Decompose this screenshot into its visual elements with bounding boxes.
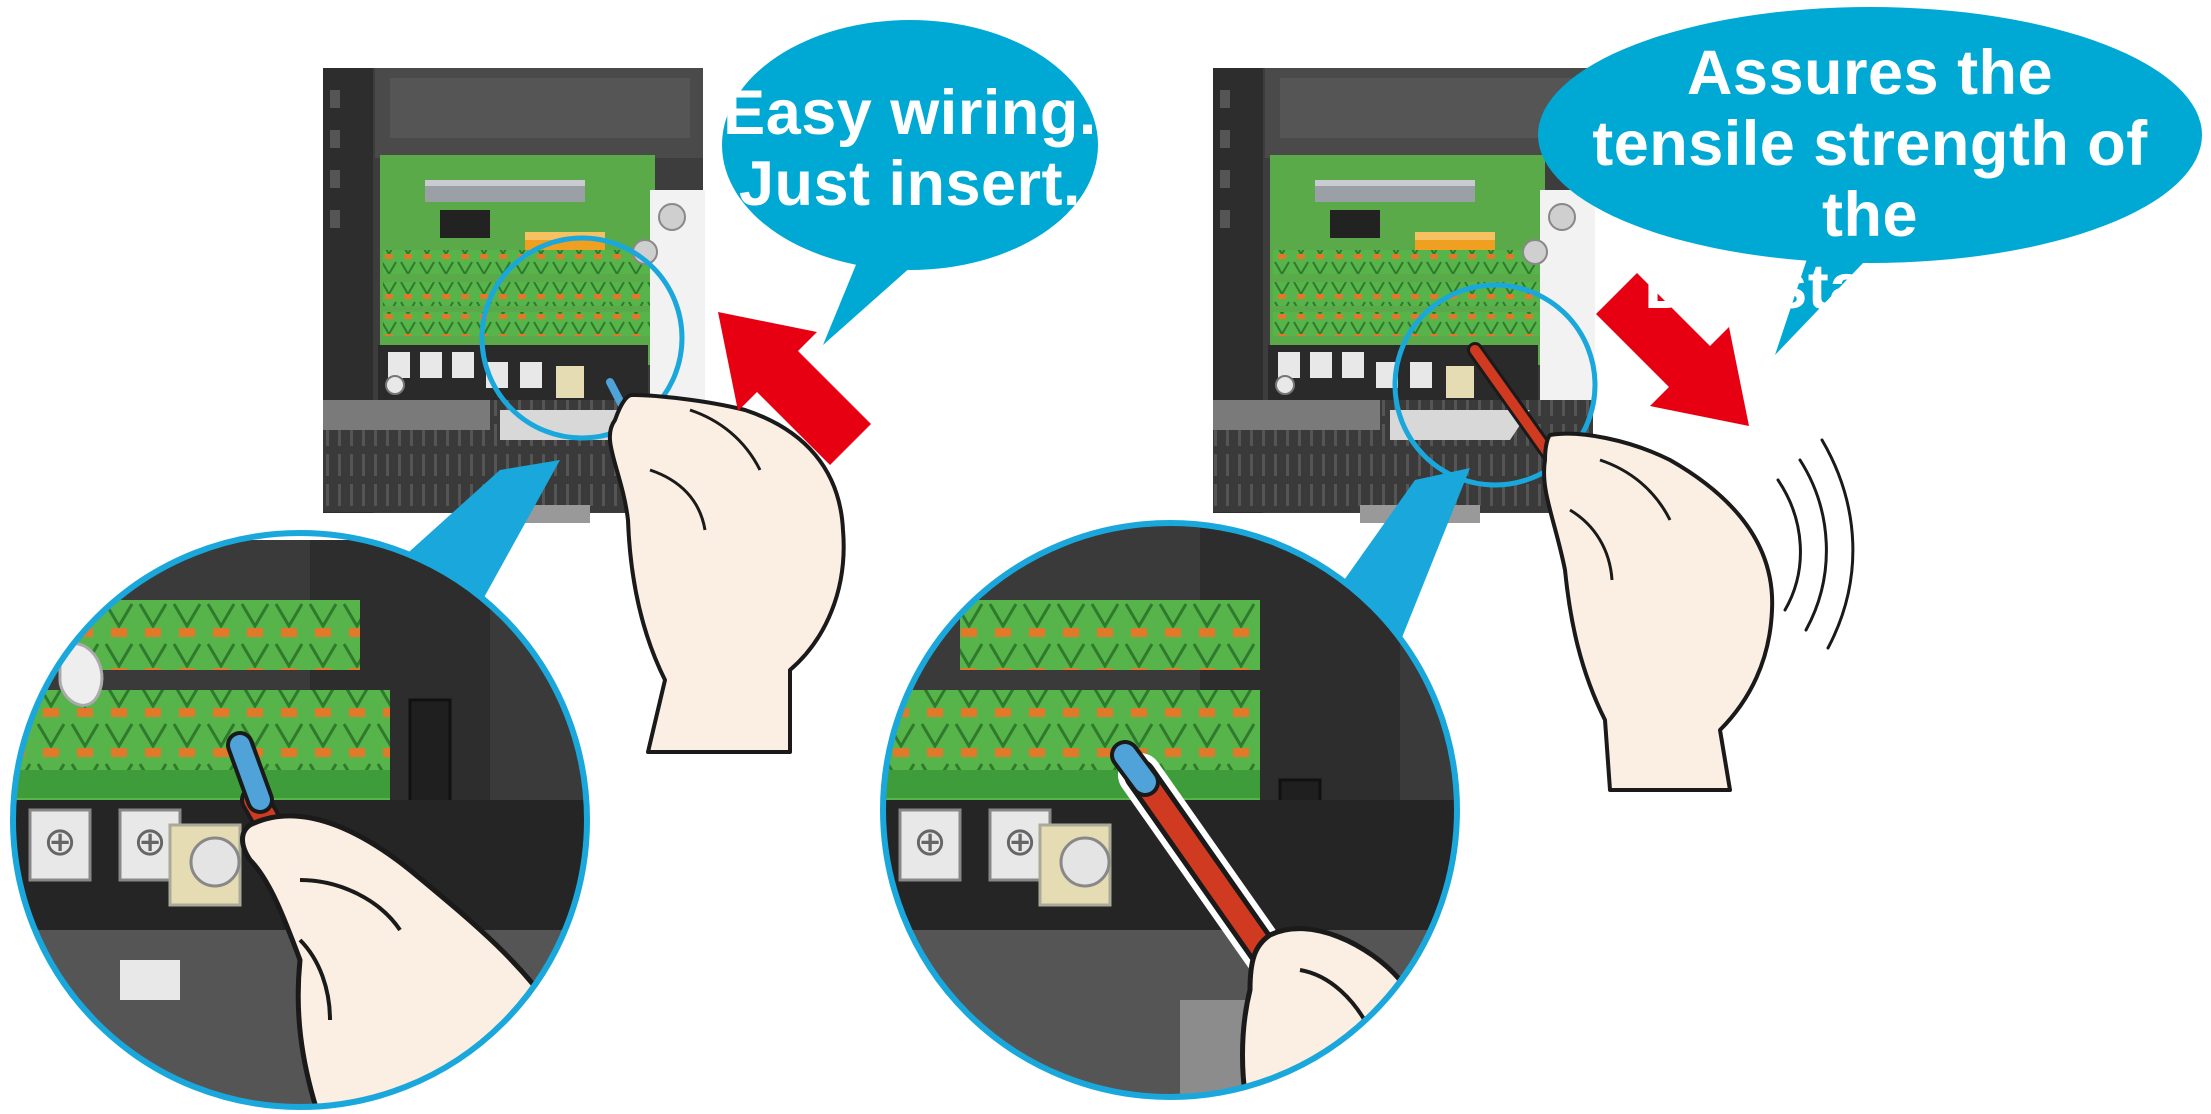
- speech-bubble-left: [722, 20, 1098, 345]
- svg-text:⊕: ⊕: [133, 819, 167, 865]
- zoom-detail-right: ⊕ ⊕: [880, 520, 1460, 1100]
- callout-right-line2: tensile strength of the: [1592, 109, 2148, 251]
- callout-tensile-strength: Assures the tensile strength of the DIN …: [1540, 38, 2200, 323]
- svg-text:⊕: ⊕: [43, 819, 77, 865]
- callout-easy-wiring: Easy wiring. Just insert.: [700, 78, 1120, 220]
- callout-right-line3: DIN standards.: [1644, 251, 2096, 322]
- speech-bubble-right: [1538, 7, 2202, 355]
- zoom-ring-left: [479, 235, 685, 441]
- callout-left-line2: Just insert.: [738, 149, 1082, 220]
- callout-right-line1: Assures the: [1686, 38, 2054, 108]
- svg-text:⊕: ⊕: [913, 819, 947, 865]
- zoom-ring-right: [1392, 282, 1598, 488]
- zoom-ring-right-detail: [880, 520, 1460, 1100]
- hand-right: [1467, 342, 1775, 792]
- hand-left: [606, 378, 846, 754]
- zoom-ring-left-detail: [10, 530, 590, 1110]
- insert-arrow-icon: [718, 312, 871, 465]
- callout-left-line1: Easy wiring.: [723, 78, 1097, 148]
- inverter-unit-left: [323, 68, 705, 523]
- svg-text:⊕: ⊕: [1003, 819, 1037, 865]
- pull-arrow-icon: [1596, 273, 1749, 426]
- zoom-detail-left: ⊕ ⊕: [10, 530, 590, 1110]
- motion-lines-icon: [1776, 438, 1855, 650]
